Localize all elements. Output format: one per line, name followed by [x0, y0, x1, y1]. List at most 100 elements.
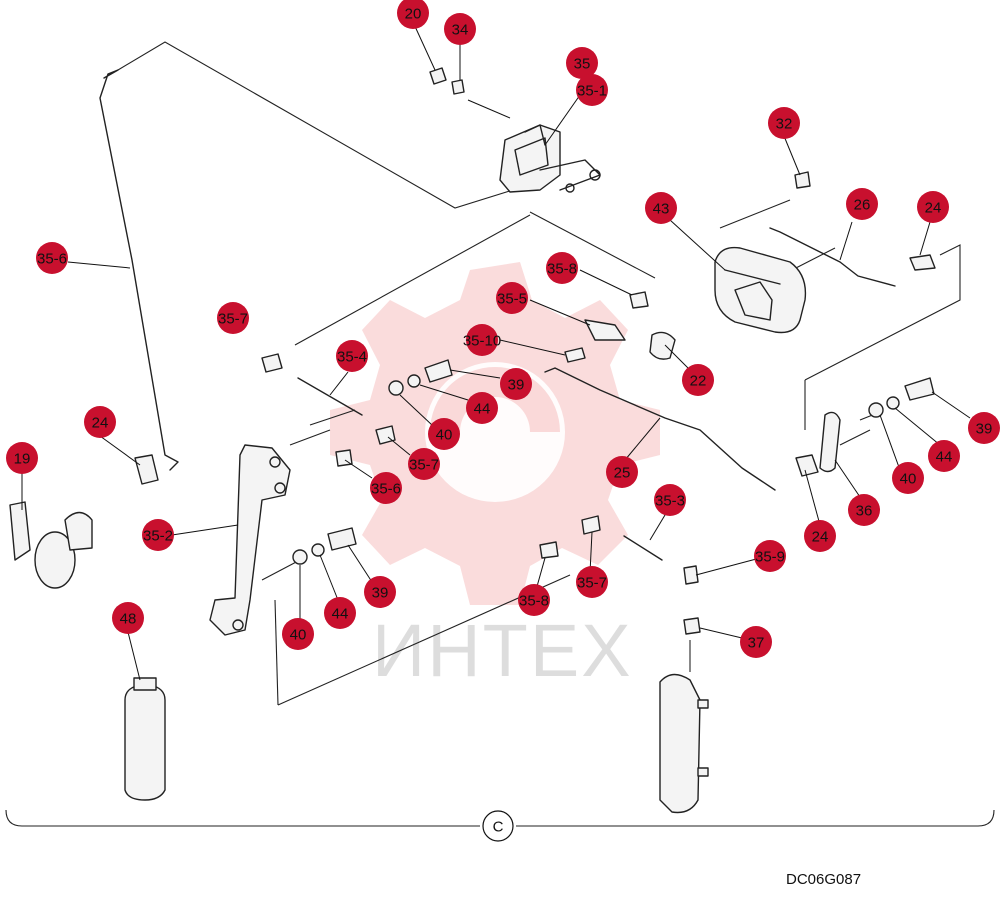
callout-marker: [654, 484, 686, 516]
callout-number: 26: [854, 197, 871, 214]
callout-number: 44: [332, 606, 349, 623]
callout-number: 24: [812, 529, 829, 546]
callout-marker: [496, 282, 528, 314]
callout-number: 35-6: [371, 481, 401, 498]
callout-number: 32: [776, 116, 793, 133]
callout-number: 24: [92, 415, 109, 432]
callout-32: 32: [768, 107, 800, 139]
callout-marker: [968, 412, 1000, 444]
pin-35-7-upper: [261, 353, 283, 373]
callout-number: 40: [900, 471, 917, 488]
callout-marker: [546, 252, 578, 284]
callout-marker: [428, 418, 460, 450]
callout-35-7: 35-7: [217, 302, 249, 334]
callout-number: 20: [405, 6, 422, 23]
pin-35-7-lower: [581, 515, 601, 535]
spring-washer-44-c: [886, 396, 900, 410]
callout-number: 34: [452, 22, 469, 39]
callout-number: 35-6: [37, 251, 67, 268]
washer-40-c: [868, 402, 884, 418]
callout-36: 36: [848, 494, 880, 526]
callout-number: 39: [976, 421, 993, 438]
bushing-22: [649, 331, 676, 360]
callout-number: 40: [290, 627, 307, 644]
callout-marker: [6, 442, 38, 474]
callout-marker: [36, 242, 68, 274]
watermark-text: ИНТЕХ: [372, 609, 633, 692]
callout-marker: [754, 540, 786, 572]
callout-35-8: 35-8: [518, 584, 550, 616]
spring-washer-44-a: [407, 374, 421, 388]
screw-32: [794, 171, 811, 189]
bolt-39-a: [424, 359, 453, 383]
callout-44: 44: [324, 597, 356, 629]
callout-35-5: 35-5: [496, 282, 528, 314]
callout-number: 36: [856, 503, 873, 520]
callout-35-8: 35-8: [546, 252, 578, 284]
callout-number: 35-7: [577, 575, 607, 592]
callout-marker: [324, 597, 356, 629]
callout-marker: [566, 47, 598, 79]
drawing-code: DC06G087: [786, 871, 862, 888]
clip-35-10: [564, 347, 586, 363]
callout-number: 37: [748, 635, 765, 652]
callout-marker: [768, 107, 800, 139]
stud-35-3: [623, 535, 663, 561]
callout-marker: [645, 192, 677, 224]
callout-24: 24: [84, 406, 116, 438]
bolt-39-c: [904, 377, 935, 401]
link-35-5: [584, 319, 626, 341]
lever-35-2: [209, 444, 291, 636]
callout-number: 35-1: [577, 83, 607, 100]
nut-35-8-upper: [629, 291, 649, 309]
callout-marker: [84, 406, 116, 438]
inside-handle-43: [714, 246, 807, 334]
washer-40-a: [388, 380, 404, 396]
key-cylinder-19: [9, 501, 93, 589]
callout-40: 40: [892, 462, 924, 494]
callout-35-6: 35-6: [370, 472, 402, 504]
callout-number: 35-4: [337, 349, 367, 366]
callout-marker: [606, 456, 638, 488]
callout-number: 43: [653, 201, 670, 218]
callout-marker: [928, 440, 960, 472]
callout-35-7: 35-7: [408, 448, 440, 480]
clip-34: [451, 79, 465, 95]
callout-35-2: 35-2: [142, 519, 174, 551]
callout-number: 25: [614, 465, 631, 482]
callout-number: 22: [690, 373, 707, 390]
callout-number: 35-3: [655, 493, 685, 510]
group-circle: [482, 810, 514, 842]
callout-43: 43: [645, 192, 677, 224]
callout-35-1: 35-1: [576, 74, 608, 106]
rod-35-6: [99, 69, 179, 471]
callout-marker: [466, 392, 498, 424]
callout-39: 39: [968, 412, 1000, 444]
callout-number: 35-7: [218, 311, 248, 328]
callout-marker: [408, 448, 440, 480]
callout-24: 24: [804, 520, 836, 552]
callout-number: 39: [508, 377, 525, 394]
callout-marker: [682, 364, 714, 396]
callout-35: 35: [566, 47, 598, 79]
callout-marker: [142, 519, 174, 551]
callout-marker: [500, 368, 532, 400]
callout-marker: [740, 626, 772, 658]
callout-39: 39: [500, 368, 532, 400]
callout-22: 22: [682, 364, 714, 396]
clip-24-left: [134, 454, 159, 485]
callout-marker: [848, 494, 880, 526]
spring-washer-44-b: [311, 543, 325, 557]
rod-26: [769, 227, 896, 287]
callout-marker: [397, 0, 429, 29]
callout-number: 39: [372, 585, 389, 602]
callout-44: 44: [466, 392, 498, 424]
callout-marker: [466, 324, 498, 356]
callout-marker: [518, 584, 550, 616]
callout-44: 44: [928, 440, 960, 472]
callout-35-9: 35-9: [754, 540, 786, 572]
callout-number: 35-5: [497, 291, 527, 308]
